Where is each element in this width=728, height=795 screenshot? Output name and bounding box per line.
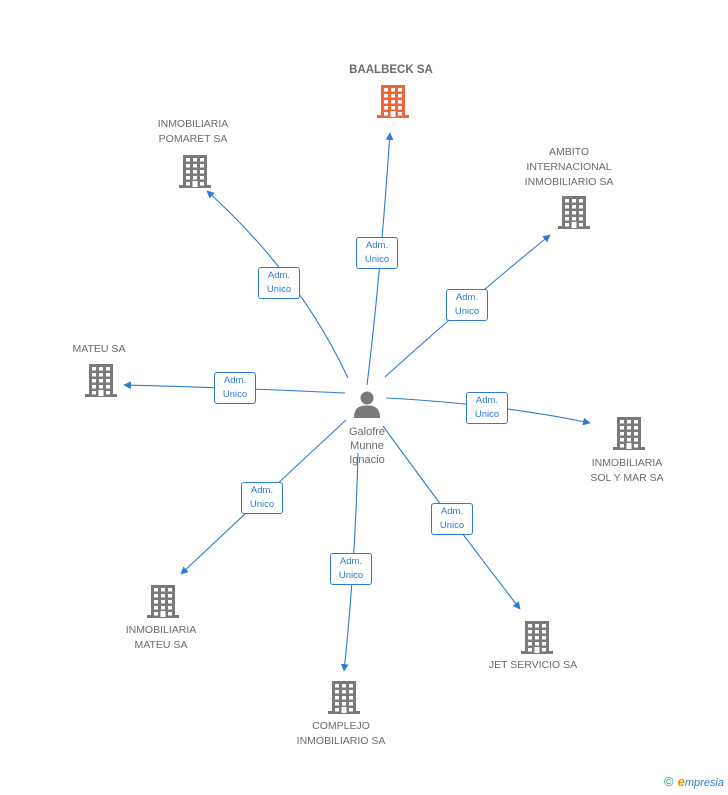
- building-icon[interactable]: [84, 362, 118, 403]
- company-name-baalbeck[interactable]: BAALBECK SA: [349, 64, 433, 76]
- person-name[interactable]: Galofre Munne Ignacio: [348, 426, 386, 466]
- edge-baalbeck: [366, 132, 394, 386]
- building-icon[interactable]: [612, 415, 646, 456]
- relation-badge-solymar[interactable]: Adm. Unico: [466, 392, 508, 424]
- empresia-watermark: ©empresia: [664, 774, 724, 789]
- company-name-ambito[interactable]: AMBITO INTERNACIONAL INMOBILIARIO SA: [524, 146, 614, 188]
- company-name-pomaret[interactable]: INMOBILIARIA POMARET SA: [157, 118, 229, 145]
- building-icon[interactable]: [376, 83, 410, 124]
- relation-badge-jet[interactable]: Adm. Unico: [431, 503, 473, 535]
- building-icon[interactable]: [557, 194, 591, 235]
- relation-badge-pomaret[interactable]: Adm. Unico: [258, 267, 300, 299]
- building-icon[interactable]: [520, 619, 554, 660]
- relation-badge-complejo[interactable]: Adm. Unico: [330, 553, 372, 585]
- company-name-solymar[interactable]: INMOBILIARIA SOL Y MAR SA: [590, 457, 664, 484]
- relation-badge-baalbeck[interactable]: Adm. Unico: [356, 237, 398, 269]
- company-name-jet[interactable]: JET SERVICIO SA: [488, 659, 578, 671]
- company-name-complejo[interactable]: COMPLEJO INMOBILIARIO SA: [296, 720, 386, 747]
- building-icon[interactable]: [327, 679, 361, 720]
- building-icon[interactable]: [178, 153, 212, 194]
- company-name-mateu[interactable]: MATEU SA: [72, 343, 126, 355]
- relation-badge-inmmateu[interactable]: Adm. Unico: [241, 482, 283, 514]
- relation-badge-ambito[interactable]: Adm. Unico: [446, 289, 488, 321]
- brand-logo-e: e: [677, 774, 685, 789]
- company-name-inmmateu[interactable]: INMOBILIARIA MATEU SA: [125, 624, 197, 651]
- brand-logo-text: mpresia: [684, 777, 724, 789]
- person-icon[interactable]: [353, 390, 381, 423]
- building-icon[interactable]: [146, 583, 180, 624]
- copyright-icon: ©: [664, 774, 674, 789]
- relation-badge-mateu[interactable]: Adm. Unico: [214, 372, 256, 404]
